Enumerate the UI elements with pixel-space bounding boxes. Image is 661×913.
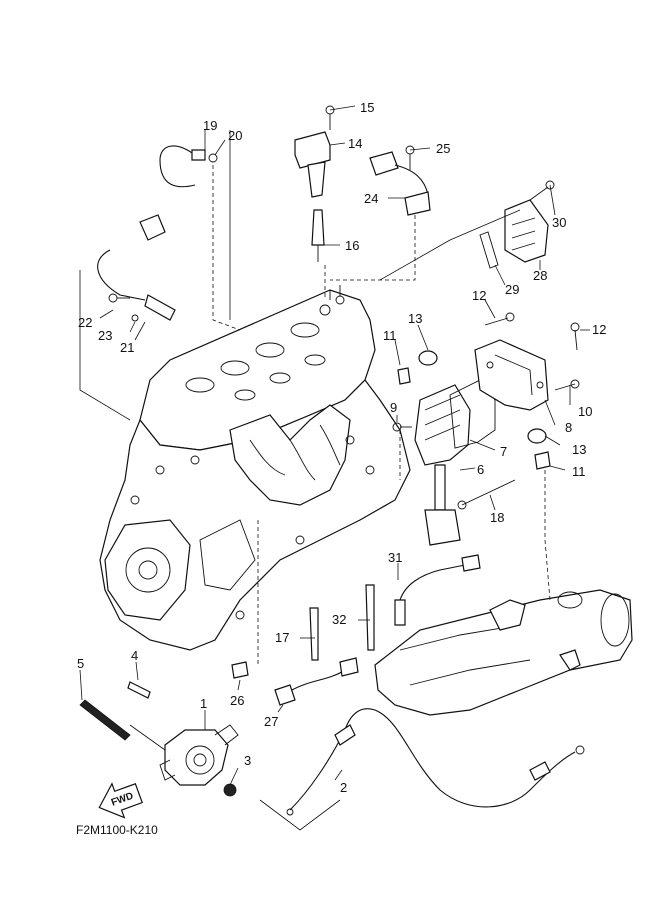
engine-block — [99, 285, 411, 651]
callout-13a: 13 — [408, 311, 422, 326]
sensor-26 — [231, 661, 249, 679]
washer-20 — [208, 153, 218, 163]
bolt-9 — [392, 422, 412, 432]
fwd-arrow — [98, 782, 143, 819]
sensor-31 — [394, 554, 481, 626]
gasket-29 — [479, 231, 499, 269]
callout-15: 15 — [360, 100, 374, 115]
control-unit — [414, 384, 471, 546]
screw — [127, 681, 151, 699]
callout-31: 31 — [388, 550, 402, 565]
callout-3: 3 — [244, 753, 251, 768]
spark-plug — [311, 209, 325, 262]
bolt-15 — [325, 105, 335, 130]
adjuster-rod — [79, 699, 131, 741]
callout-20: 20 — [228, 128, 242, 143]
callout-6: 6 — [477, 462, 484, 477]
callout-12b: 12 — [592, 322, 606, 337]
callout-5: 5 — [77, 656, 84, 671]
callout-29: 29 — [505, 282, 519, 297]
throttle-cable — [286, 708, 585, 816]
callout-16: 16 — [345, 238, 359, 253]
callout-2: 2 — [340, 780, 347, 795]
callout-28: 28 — [533, 268, 547, 283]
callout-27: 27 — [264, 714, 278, 729]
bolt-12a — [484, 312, 515, 326]
callout-14: 14 — [348, 136, 362, 151]
callout-4: 4 — [131, 648, 138, 663]
callout-22: 22 — [78, 315, 92, 330]
bolt-12b — [570, 322, 580, 351]
bolt-22 — [108, 293, 130, 303]
callout-19: 19 — [203, 118, 217, 133]
sensor-24 — [369, 151, 431, 216]
callout-1: 1 — [200, 696, 207, 711]
callout-24: 24 — [364, 191, 378, 206]
callout-labels: 1 2 3 4 5 6 7 8 9 10 11 11 12 12 13 13 1… — [77, 100, 606, 795]
cable-tie-32 — [365, 584, 375, 651]
callout-26: 26 — [230, 693, 244, 708]
callout-23: 23 — [98, 328, 112, 343]
callout-8: 8 — [565, 420, 572, 435]
callout-10: 10 — [578, 404, 592, 419]
callout-11b: 11 — [572, 464, 586, 479]
callout-25: 25 — [436, 141, 450, 156]
callout-18: 18 — [490, 510, 504, 525]
long-bolt — [457, 479, 516, 510]
callout-12a: 12 — [472, 288, 486, 303]
callout-32: 32 — [332, 612, 346, 627]
callout-7: 7 — [500, 444, 507, 459]
callout-13b: 13 — [572, 442, 586, 457]
sensor-27 — [274, 657, 359, 706]
callout-9: 9 — [390, 400, 397, 415]
ignition-coil — [294, 131, 331, 198]
bolt-10 — [554, 379, 580, 391]
sensor-21 — [97, 214, 176, 321]
callout-21: 21 — [120, 340, 134, 355]
temp-sensor-19 — [159, 145, 206, 188]
callout-11a: 11 — [383, 328, 397, 343]
grommet-13b — [527, 428, 547, 444]
collar-11b — [534, 451, 551, 470]
connector-block — [504, 199, 549, 263]
leader-lines — [79, 105, 590, 831]
figure-code: F2M1100-K210 — [76, 823, 158, 837]
guide-lines — [212, 165, 551, 665]
washer-23 — [131, 314, 139, 322]
bolt-30 — [529, 180, 555, 201]
exhaust-pipe — [374, 589, 633, 716]
collar-11a — [397, 367, 411, 385]
cable-tie-17 — [309, 607, 319, 661]
throttle-body — [159, 724, 239, 786]
callout-17: 17 — [275, 630, 289, 645]
nut — [223, 783, 237, 797]
callout-30: 30 — [552, 215, 566, 230]
grommet-13a — [418, 350, 438, 366]
bracket — [474, 339, 549, 411]
